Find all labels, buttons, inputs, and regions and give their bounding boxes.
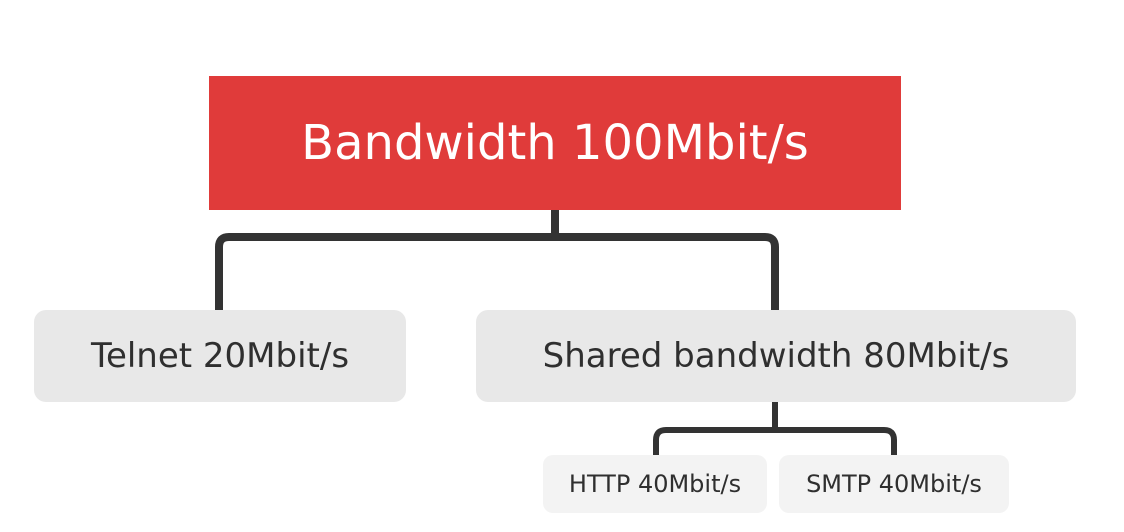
shared-to-leaves-connector [653, 402, 897, 455]
telnet-node[interactable]: Telnet 20Mbit/s [34, 310, 406, 402]
telnet-node-label: Telnet 20Mbit/s [90, 336, 350, 376]
root-node-label: Bandwidth 100Mbit/s [301, 115, 809, 171]
http-node-label: HTTP 40Mbit/s [568, 470, 742, 498]
http-node[interactable]: HTTP 40Mbit/s [543, 455, 767, 513]
root-node[interactable]: Bandwidth 100Mbit/s [209, 76, 901, 210]
shared-bandwidth-node[interactable]: Shared bandwidth 80Mbit/s [476, 310, 1076, 402]
smtp-node-label: SMTP 40Mbit/s [806, 470, 982, 498]
shared-bandwidth-node-label: Shared bandwidth 80Mbit/s [542, 336, 1010, 376]
smtp-node[interactable]: SMTP 40Mbit/s [779, 455, 1009, 513]
root-to-children-connector [215, 210, 779, 310]
